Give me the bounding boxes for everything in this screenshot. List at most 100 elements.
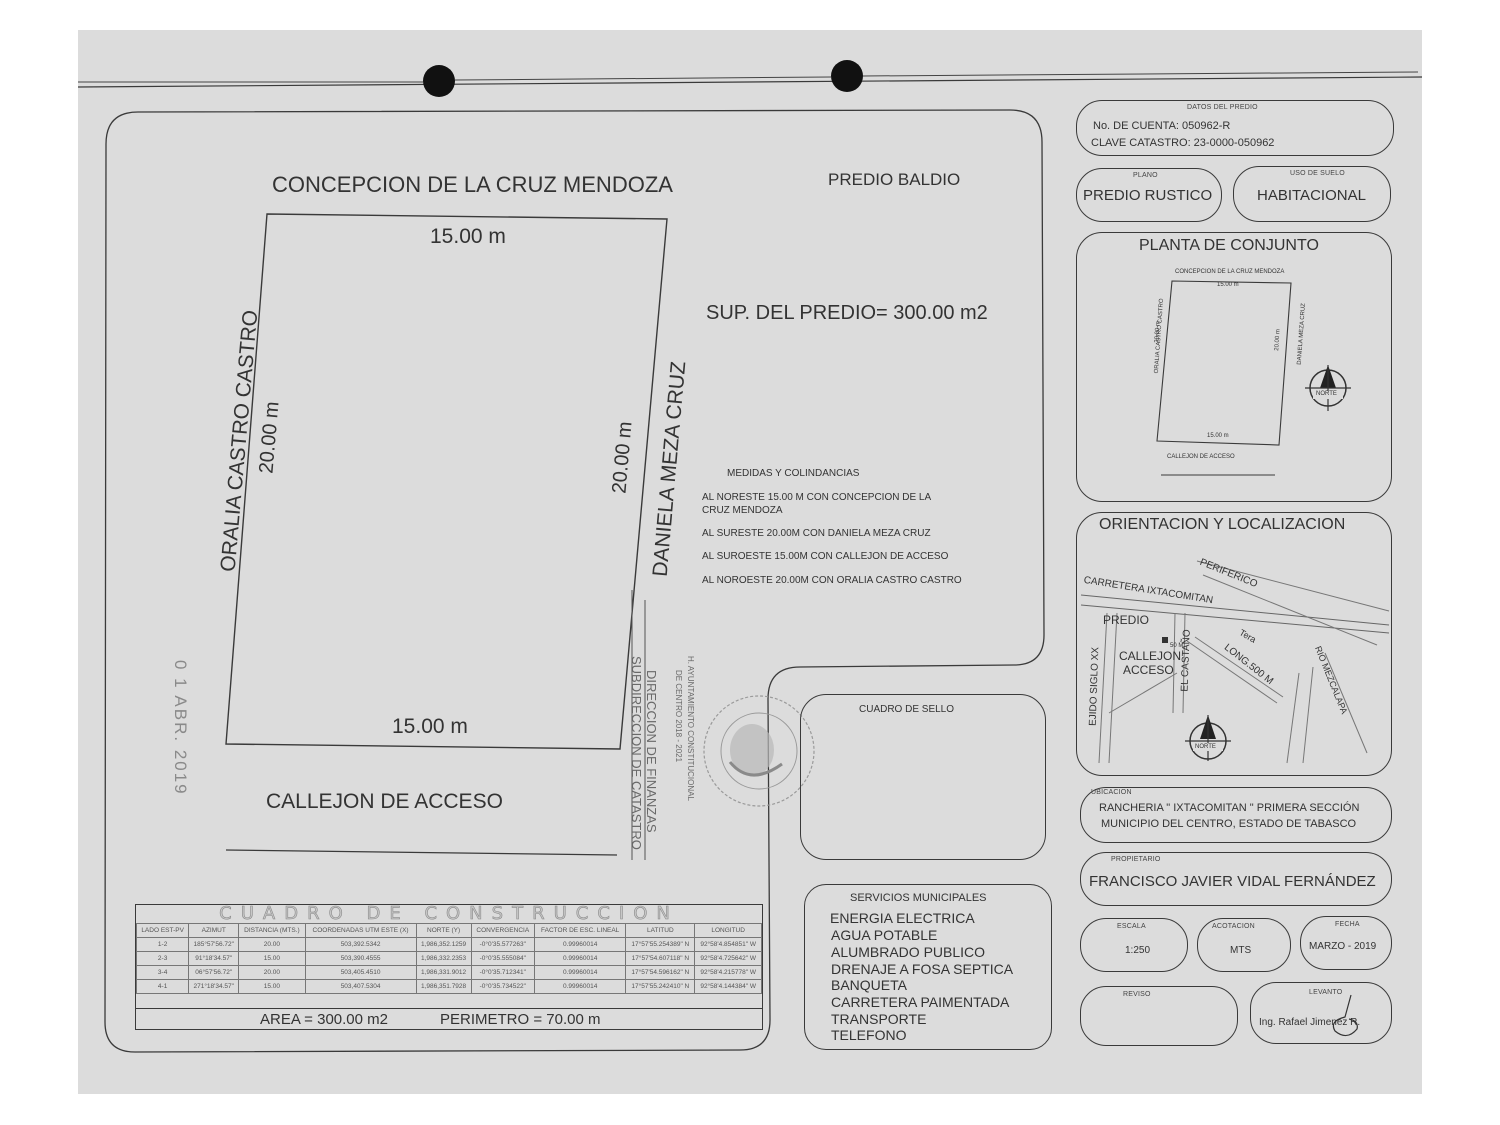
table-cell: 503,392.5342 <box>304 937 417 952</box>
table-cell: 503,407.5304 <box>304 979 417 994</box>
medidas-line: AL NOROESTE 20.00M CON ORALIA CASTRO CAS… <box>702 575 962 586</box>
planta-sketch <box>1156 280 1292 476</box>
map-label-fifty: 50 M <box>1170 643 1184 649</box>
servicios-box: SERVICIOS MUNICIPALES ENERGIA ELECTRICA … <box>804 884 1052 1050</box>
table-cell: 271°18'34.57" <box>188 979 240 994</box>
servicio-item: CARRETERA PAIMENTADA <box>831 994 1010 1010</box>
ubicacion-line1: RANCHERIA " IXTACOMITAN " PRIMERA SECCIÓ… <box>1099 802 1360 814</box>
plano-value: PREDIO RUSTICO <box>1083 187 1213 204</box>
table-cell: 91°18'34.57" <box>188 951 240 966</box>
reviso-label: REVISO <box>1123 991 1151 998</box>
table-header-cell: DISTANCIA (MTS.) <box>238 923 306 938</box>
table-cell: 15.00 <box>238 979 306 994</box>
table-cell: -0°0'35.577263" <box>470 937 535 952</box>
propietario-value: FRANCISCO JAVIER VIDAL FERNÁNDEZ <box>1089 873 1376 890</box>
medidas-line: AL SUROESTE 15.00M CON CALLEJON DE ACCES… <box>702 551 949 562</box>
bottom-measure: 15.00 m <box>392 715 468 738</box>
ubicacion-label: UBICACION <box>1091 789 1132 796</box>
table-cell: 1,986,352.1259 <box>415 937 472 952</box>
north-arrow-icon <box>1305 365 1351 411</box>
date-stamp: 0 1 ABR. 2019 <box>171 660 190 796</box>
map-label-callejon: CALLEJON <box>1119 649 1182 663</box>
table-cell: 0.99960014 <box>533 937 627 952</box>
map-label-acceso: ACCESO <box>1123 663 1174 677</box>
servicio-item: DRENAJE A FOSA SEPTICA <box>831 961 1014 977</box>
table-cell: 0.99960014 <box>533 979 627 994</box>
predio-baldio-label: PREDIO BALDIO <box>828 170 961 189</box>
table-cell: 1,986,351.7928 <box>415 979 472 994</box>
north-arrow-icon <box>1185 715 1231 761</box>
planta-title: PLANTA DE CONJUNTO <box>1139 237 1319 254</box>
servicio-item: AGUA POTABLE <box>831 927 938 943</box>
stamp-subdireccion: SUBDIRECCION DE CATASTRO <box>629 656 644 850</box>
table-cell: 2-3 <box>135 951 190 966</box>
propietario-label: PROPIETARIO <box>1111 856 1161 863</box>
perimetro-label: PERIMETRO = 70.00 m <box>440 1011 601 1028</box>
table-header-cell: CONVERGENCIA <box>470 923 535 938</box>
table-cell: 1-2 <box>135 937 190 952</box>
propietario-box: PROPIETARIO FRANCISCO JAVIER VIDAL FERNÁ… <box>1080 852 1392 906</box>
ubicacion-box: UBICACION RANCHERIA " IXTACOMITAN " PRIM… <box>1080 787 1392 843</box>
area-label: AREA = 300.00 m2 <box>260 1011 388 1028</box>
levanto-value: Ing. Rafael Jimenez R. <box>1259 1017 1361 1028</box>
cuadro-construccion: CUADRO DE CONSTRUCCION LADO EST-PV AZIMU… <box>135 904 763 1030</box>
table-cell: 185°57'56.72" <box>188 937 240 952</box>
servicio-item: TRANSPORTE <box>831 1011 927 1027</box>
plano-box: PLANO PREDIO RUSTICO <box>1076 168 1222 222</box>
table-cell: 92°58'4.725642" W <box>694 951 762 966</box>
table-header-cell: NORTE (Y) <box>415 923 472 938</box>
datos-title: DATOS DEL PREDIO <box>1187 104 1258 111</box>
table-header-cell: LONGITUD <box>694 923 762 938</box>
acotacion-box: ACOTACION MTS <box>1197 918 1291 972</box>
table-cell: 20.00 <box>238 965 306 980</box>
uso-value: HABITACIONAL <box>1257 187 1366 204</box>
acotacion-label: ACOTACION <box>1212 923 1255 930</box>
cuadro-sello-box: CUADRO DE SELLO <box>800 694 1046 860</box>
binding-hole-left <box>423 65 455 97</box>
levanto-box: LEVANTO Ing. Rafael Jimenez R. <box>1250 982 1392 1044</box>
table-cell: 17°57'55.254389" N <box>625 937 696 952</box>
stamp-ayuntamiento-periodo: DE CENTRO 2018 - 2021 <box>674 670 683 763</box>
planta-bottom-measure: 15.00 m <box>1207 433 1229 439</box>
north-arrow-label: NORTE <box>1316 391 1337 397</box>
table-cell: 0.99960014 <box>533 965 627 980</box>
map-label-predio: PREDIO <box>1103 613 1150 627</box>
table-cell: -0°0'35.734522" <box>470 979 535 994</box>
cuenta-label: No. DE CUENTA: 050962-R <box>1093 120 1231 132</box>
fecha-value: MARZO - 2019 <box>1309 941 1377 952</box>
acotacion-value: MTS <box>1230 945 1252 956</box>
cuadro-sello-label: CUADRO DE SELLO <box>859 704 955 715</box>
servicio-item: ENERGIA ELECTRICA <box>830 910 975 926</box>
table-row: 2-3 91°18'34.57" 15.00 503,390.4555 1,98… <box>135 951 762 966</box>
table-header-cell: LATITUD <box>625 923 696 938</box>
servicio-item: BANQUETA <box>831 977 907 993</box>
medidas-line: CRUZ MENDOZA <box>702 505 783 516</box>
uso-label: USO DE SUELO <box>1290 170 1345 177</box>
medidas-line: AL NORESTE 15.00 M CON CONCEPCION DE LA <box>702 492 932 503</box>
medidas-line: AL SURESTE 20.00M CON DANIELA MEZA CRUZ <box>702 528 931 539</box>
table-cell: 17°57'55.242410" N <box>625 979 696 994</box>
medidas-title: MEDIDAS Y COLINDANCIAS <box>727 468 860 479</box>
table-cell: 92°58'4.215778" W <box>694 965 762 980</box>
planta-north-label: CONCEPCION DE LA CRUZ MENDOZA <box>1175 269 1285 275</box>
table-cell: 15.00 <box>238 951 306 966</box>
table-cell: 1,986,331.9012 <box>415 965 472 980</box>
stamp-direccion: DIRECCION DE FINANZAS <box>644 670 659 833</box>
location-map <box>1080 560 1390 764</box>
escala-label: ESCALA <box>1117 923 1146 930</box>
table-cell: 503,405.4510 <box>304 965 417 980</box>
reviso-box: REVISO <box>1080 986 1238 1046</box>
table-cell: 3-4 <box>135 965 190 980</box>
table-cell: 92°58'4.144384" W <box>694 979 762 994</box>
map-north-label: NORTE <box>1195 744 1216 750</box>
plano-label: PLANO <box>1133 172 1158 179</box>
orientacion-title: ORIENTACION Y LOCALIZACION <box>1099 516 1346 533</box>
stamp-ayuntamiento: H. AYUNTAMIENTO CONSTITUCIONAL <box>686 656 695 801</box>
table-cell: -0°0'35.712341" <box>470 965 535 980</box>
clave-catastro-label: CLAVE CATASTRO: 23-0000-050962 <box>1091 137 1275 149</box>
datos-predio-box: DATOS DEL PREDIO No. DE CUENTA: 050962-R… <box>1076 100 1394 156</box>
table-cell: -0°0'35.555084" <box>470 951 535 966</box>
construccion-title: CUADRO DE CONSTRUCCION <box>219 903 679 924</box>
fecha-label: FECHA <box>1335 921 1360 928</box>
